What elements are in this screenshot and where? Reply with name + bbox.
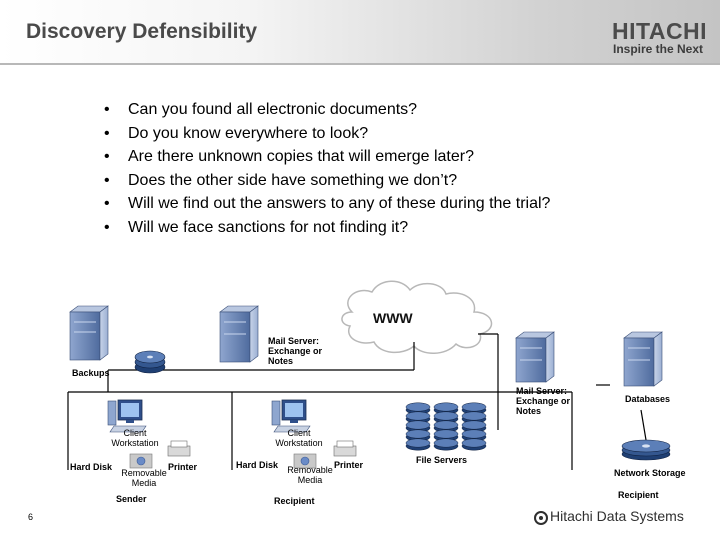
disk-platter-top bbox=[405, 402, 431, 412]
disk-platter-top bbox=[433, 429, 459, 439]
hds-symbol-icon bbox=[534, 511, 548, 525]
disk-platter-top bbox=[433, 411, 459, 421]
recipient-printer-icon bbox=[333, 440, 357, 457]
disk-platter-top bbox=[461, 420, 487, 430]
sender-label: Sender bbox=[116, 494, 147, 504]
mail-server-left-icon bbox=[219, 305, 259, 363]
sender-printer-icon bbox=[167, 440, 191, 457]
sender-client-label: Client Workstation bbox=[111, 428, 159, 448]
recipient-printer-label: Printer bbox=[334, 460, 364, 470]
disk-platter-top bbox=[461, 429, 487, 439]
disk-platter-top bbox=[461, 402, 487, 412]
disk-platter-top bbox=[405, 438, 431, 448]
internet-cloud-icon bbox=[341, 280, 493, 354]
network-storage-icon bbox=[621, 439, 671, 461]
bullet-list: Can you found all electronic documents? … bbox=[104, 98, 550, 239]
disk-platter-top bbox=[461, 411, 487, 421]
mail-server-left-label: Mail Server: Exchange or Notes bbox=[268, 336, 323, 366]
bullet-item: Can you found all electronic documents? bbox=[104, 98, 550, 122]
databases-label: Databases bbox=[625, 394, 671, 404]
slide-title: Discovery Defensibility bbox=[26, 20, 258, 43]
footer-company-name: Hitachi Data Systems bbox=[550, 508, 684, 524]
sender-removable-label: Removable Media bbox=[121, 468, 167, 488]
header-bar bbox=[0, 0, 720, 64]
recipient-removable-media-icon bbox=[293, 453, 317, 469]
recipient-right-label: Recipient bbox=[618, 490, 659, 500]
disk-platter-top bbox=[405, 411, 431, 421]
file-servers-label: File Servers bbox=[416, 455, 468, 465]
disk-platter-top bbox=[405, 429, 431, 439]
recipient-workstation-icon bbox=[271, 399, 311, 433]
backup-disk-stack-icon bbox=[134, 350, 166, 374]
bullet-item: Does the other side have something we do… bbox=[104, 169, 550, 193]
network-storage-label: Network Storage bbox=[614, 468, 686, 478]
hitachi-logo: HITACHI Inspire the Next bbox=[612, 18, 712, 57]
mail-server-right-label: Mail Server: Exchange or Notes bbox=[516, 386, 571, 416]
bullet-item: Are there unknown copies that will emerg… bbox=[104, 145, 550, 169]
mail-server-right-icon bbox=[515, 331, 555, 383]
bullet-item: Will we face sanctions for not finding i… bbox=[104, 216, 550, 240]
recipient-removable-label: Removable Media bbox=[287, 465, 333, 485]
sender-removable-media-icon bbox=[129, 453, 153, 469]
sender-hard-disk-label: Hard Disk bbox=[70, 462, 113, 472]
backups-label: Backups bbox=[72, 368, 110, 378]
backup-server-icon bbox=[69, 305, 109, 361]
recipient-client-label: Client Workstation bbox=[275, 428, 323, 448]
disk-platter-top bbox=[405, 420, 431, 430]
database-server-icon bbox=[623, 331, 663, 387]
logo-tagline: Inspire the Next bbox=[613, 42, 704, 56]
disk-platter-top bbox=[433, 402, 459, 412]
file-servers-disk-array-icon bbox=[405, 402, 487, 451]
disk-platter-top bbox=[433, 438, 459, 448]
recipient-label: Recipient bbox=[274, 496, 315, 506]
page-number: 6 bbox=[28, 512, 34, 522]
header-divider bbox=[0, 63, 720, 65]
sender-workstation-icon bbox=[107, 399, 147, 433]
disk-platter-top bbox=[433, 420, 459, 430]
bullet-item: Do you know everywhere to look? bbox=[104, 122, 550, 146]
recipient-hard-disk-label: Hard Disk bbox=[236, 460, 279, 470]
bullet-item: Will we find out the answers to any of t… bbox=[104, 192, 550, 216]
logo-word: HITACHI bbox=[612, 18, 708, 44]
sender-printer-label: Printer bbox=[168, 462, 198, 472]
cloud-label: WWW bbox=[373, 310, 413, 326]
footer-company-logo: Hitachi Data Systems bbox=[536, 508, 684, 524]
disk-platter-top bbox=[461, 438, 487, 448]
